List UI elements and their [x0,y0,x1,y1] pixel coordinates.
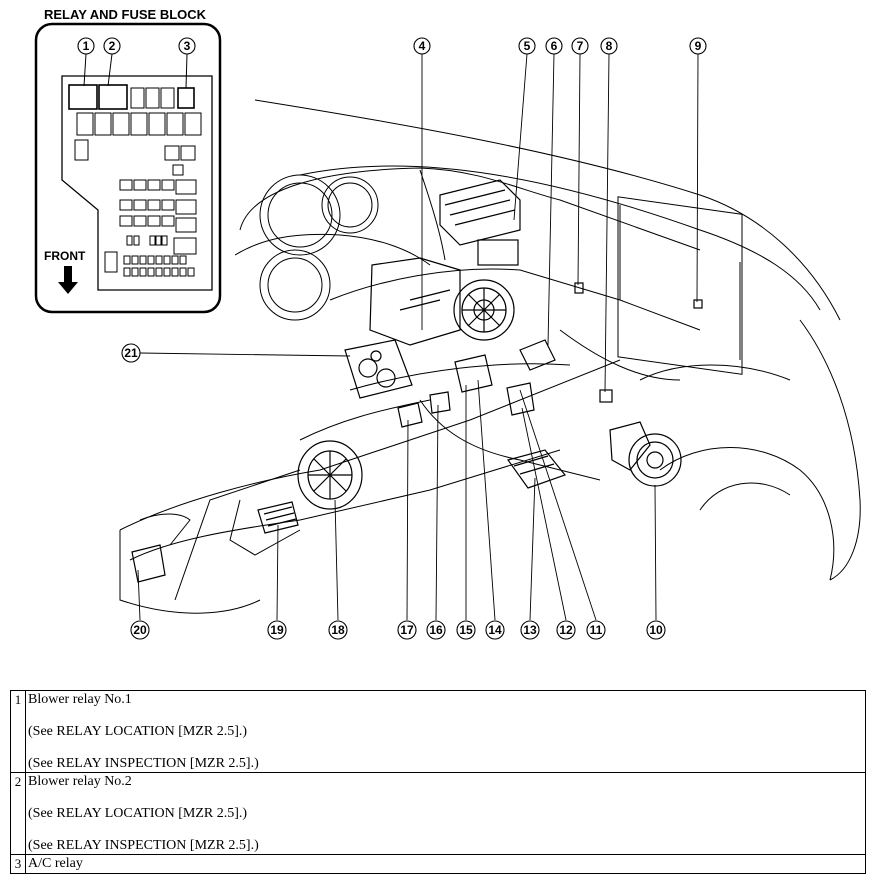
leader-lines [137,53,699,621]
svg-text:18: 18 [331,623,345,637]
svg-text:21: 21 [124,346,138,360]
svg-text:5: 5 [524,39,531,53]
callout-11: 11 [586,620,606,640]
svg-text:13: 13 [523,623,537,637]
callout-9: 9 [689,37,707,55]
svg-text:12: 12 [559,623,573,637]
callout-17: 17 [397,620,417,640]
callout-5: 5 [518,37,536,55]
svg-text:4: 4 [419,39,426,53]
svg-text:7: 7 [577,39,584,53]
svg-text:11: 11 [590,623,603,637]
callout-1: 1 [77,37,95,55]
callout-15: 15 [456,620,476,640]
callouts: 1 2 3 4 5 6 7 8 9 21 20 19 18 17 16 15 1… [77,37,707,640]
part-description: A/C relay [25,854,866,874]
svg-text:8: 8 [606,39,613,53]
callout-16: 16 [426,620,446,640]
svg-text:19: 19 [270,623,284,637]
relay-location-link[interactable]: (See RELAY LOCATION [MZR 2.5].) [28,806,248,821]
component-location-diagram: RELAY AND FUSE BLOCK [34,7,861,640]
vehicle-outline [119,99,861,614]
callout-21: 21 [121,343,141,363]
components [131,179,703,583]
callout-13: 13 [520,620,540,640]
svg-text:9: 9 [695,39,702,53]
inset-title: RELAY AND FUSE BLOCK [44,7,207,22]
table-row: 3 A/C relay [10,854,866,874]
part-number: 2 [10,772,26,855]
svg-text:6: 6 [551,39,558,53]
parts-table: 1 Blower relay No.1 (See RELAY LOCATION … [10,690,866,874]
relay-location-link[interactable]: (See RELAY LOCATION [MZR 2.5].) [28,724,248,739]
table-row: 1 Blower relay No.1 (See RELAY LOCATION … [10,690,866,773]
front-label: FRONT [44,249,86,263]
callout-2: 2 [103,37,121,55]
callout-20: 20 [130,620,150,640]
callout-6: 6 [545,37,563,55]
svg-text:14: 14 [488,623,502,637]
svg-text:16: 16 [429,623,443,637]
svg-text:20: 20 [133,623,147,637]
callout-19: 19 [267,620,287,640]
front-arrow-icon [58,266,78,294]
relay-fuse-block-inset: RELAY AND FUSE BLOCK [34,7,222,314]
relay-inspection-link[interactable]: (See RELAY INSPECTION [MZR 2.5].) [28,756,259,771]
svg-text:15: 15 [459,623,473,637]
relay-inspection-link[interactable]: (See RELAY INSPECTION [MZR 2.5].) [28,838,259,853]
callout-4: 4 [413,37,431,55]
svg-text:3: 3 [184,39,191,53]
part-description: Blower relay No.1 (See RELAY LOCATION [M… [25,690,866,773]
part-name: Blower relay No.2 [28,774,132,789]
part-name: A/C relay [28,856,83,871]
part-description: Blower relay No.2 (See RELAY LOCATION [M… [25,772,866,855]
svg-text:2: 2 [109,39,116,53]
svg-text:1: 1 [83,39,90,53]
callout-8: 8 [600,37,618,55]
part-name: Blower relay No.1 [28,692,132,707]
svg-text:10: 10 [649,623,663,637]
svg-text:17: 17 [400,623,414,637]
callout-12: 12 [556,620,576,640]
table-row: 2 Blower relay No.2 (See RELAY LOCATION … [10,772,866,855]
callout-10: 10 [646,620,666,640]
callout-3: 3 [178,37,196,55]
callout-14: 14 [485,620,505,640]
callout-7: 7 [571,37,589,55]
part-number: 1 [10,690,26,773]
part-number: 3 [10,854,26,874]
callout-18: 18 [328,620,348,640]
